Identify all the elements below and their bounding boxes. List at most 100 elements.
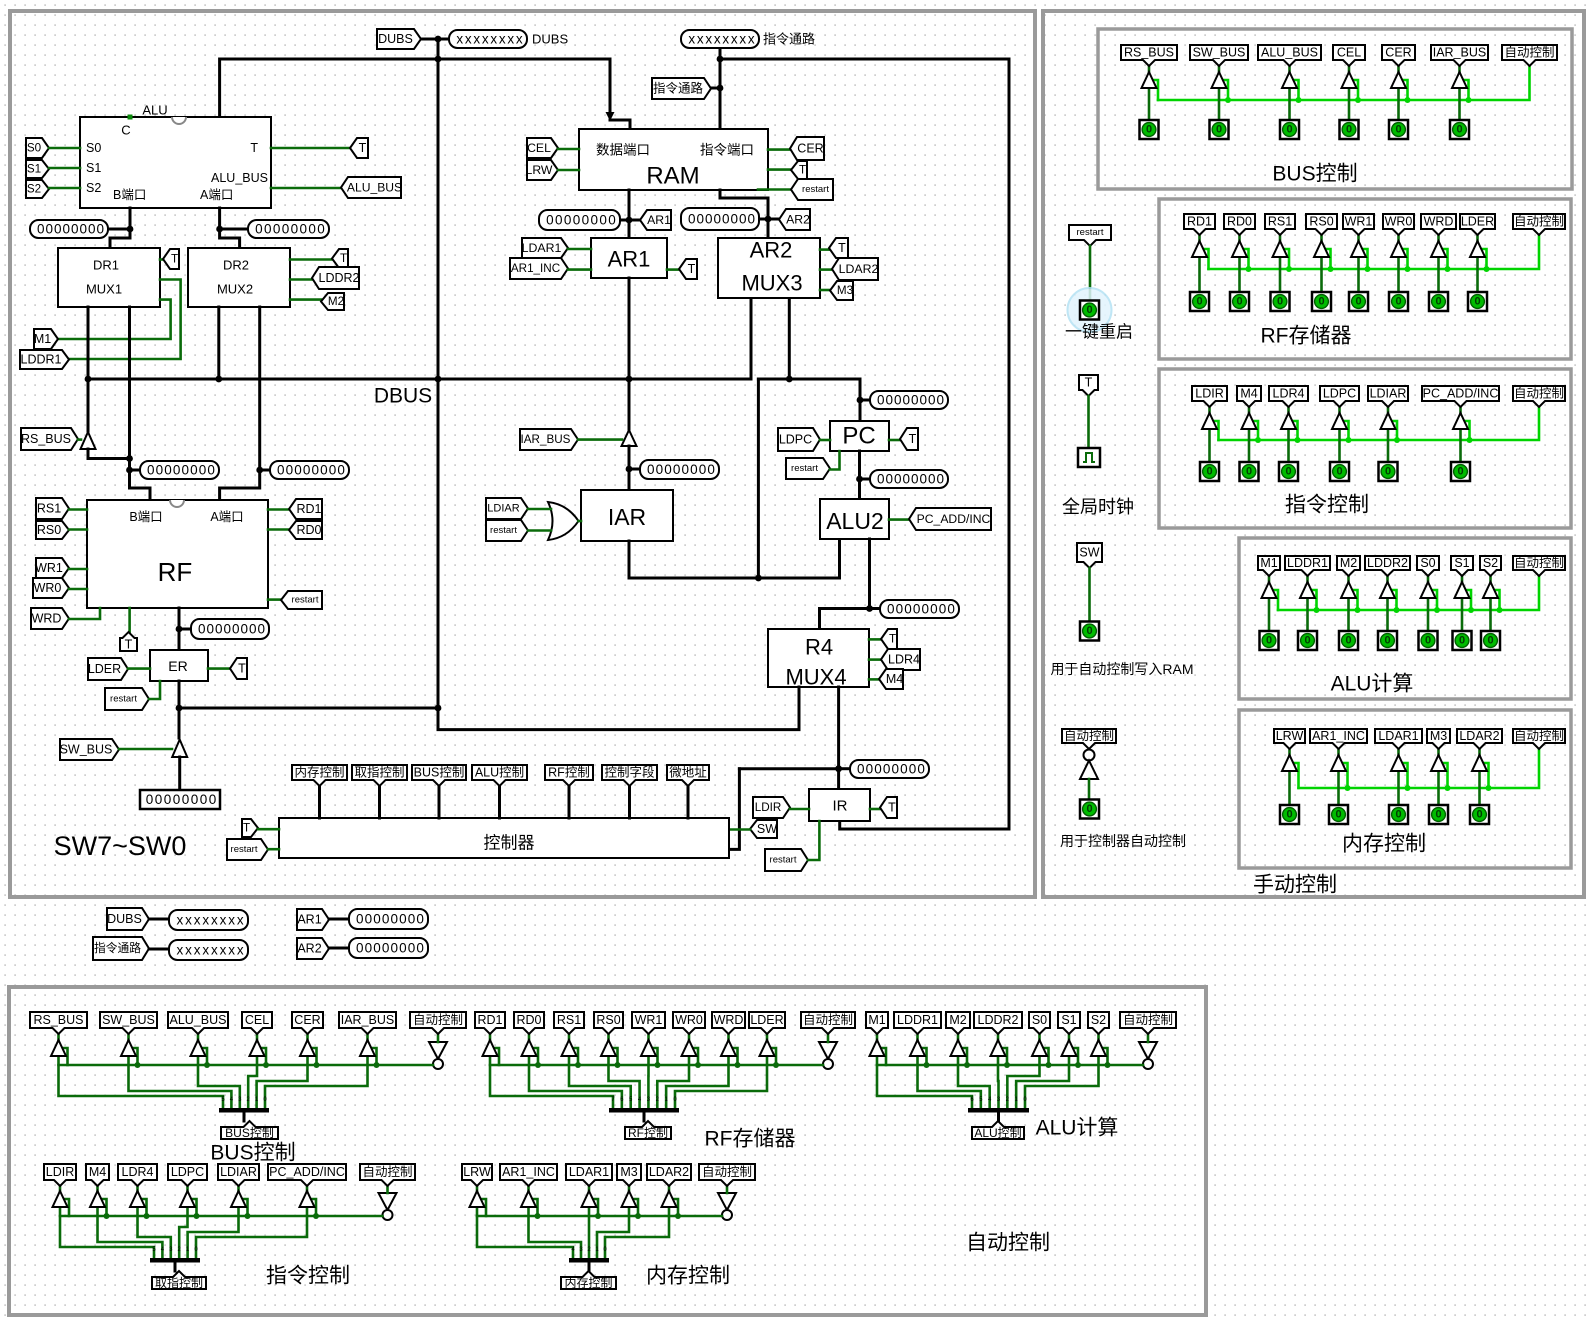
svg-text:0: 0 (928, 393, 936, 408)
svg-text:T: T (359, 141, 367, 155)
svg-text:S1: S1 (1061, 1013, 1076, 1027)
svg-text:0: 0 (713, 212, 721, 227)
svg-text:M2: M2 (328, 295, 344, 308)
svg-text:自动控制: 自动控制 (413, 1013, 463, 1027)
svg-text:0: 0 (928, 472, 936, 487)
svg-text:0: 0 (656, 462, 664, 477)
svg-text:4: 4 (230, 1097, 234, 1103)
svg-text:4: 4 (571, 1247, 575, 1253)
svg-text:0: 0 (303, 463, 311, 478)
svg-text:0: 0 (1395, 296, 1401, 308)
svg-text:0: 0 (257, 622, 265, 637)
svg-text:4: 4 (161, 1247, 165, 1253)
svg-text:0: 0 (391, 912, 399, 927)
svg-text:WRD: WRD (1424, 215, 1454, 229)
svg-text:LDR4: LDR4 (1273, 387, 1305, 401)
svg-text:IR: IR (833, 798, 848, 815)
svg-text:BUS控制: BUS控制 (414, 766, 465, 780)
svg-text:restart: restart (770, 855, 797, 866)
svg-text:x: x (185, 913, 192, 928)
svg-text:x: x (473, 32, 480, 47)
svg-text:WR1: WR1 (35, 561, 63, 575)
svg-text:0: 0 (894, 472, 902, 487)
svg-text:自动控制: 自动控制 (1123, 1013, 1173, 1027)
svg-text:RS_BUS: RS_BUS (1124, 46, 1174, 60)
svg-text:MUX3: MUX3 (741, 271, 802, 296)
svg-text:0: 0 (191, 792, 199, 807)
svg-text:x: x (194, 913, 201, 928)
svg-text:指令通路: 指令通路 (653, 81, 704, 96)
svg-text:M3: M3 (620, 1165, 637, 1179)
svg-text:0: 0 (885, 472, 893, 487)
svg-text:SW: SW (757, 822, 777, 836)
svg-text:RD0: RD0 (296, 523, 321, 537)
svg-text:0: 0 (1459, 635, 1465, 647)
svg-text:0: 0 (199, 463, 207, 478)
svg-text:PC_ADD/INC: PC_ADD/INC (269, 1165, 345, 1179)
svg-text:指令控制: 指令控制 (1285, 494, 1369, 517)
svg-text:0: 0 (1196, 296, 1202, 308)
svg-text:0: 0 (273, 222, 281, 237)
svg-text:0: 0 (1456, 124, 1462, 136)
svg-text:restart: restart (1077, 227, 1104, 238)
svg-text:ALU计算: ALU计算 (1036, 1117, 1119, 1140)
svg-text:0: 0 (190, 463, 198, 478)
svg-text:0: 0 (365, 912, 373, 927)
svg-text:DR2: DR2 (223, 258, 249, 273)
svg-text:IAR_BUS: IAR_BUS (341, 1013, 395, 1027)
svg-text:RS1: RS1 (37, 502, 61, 516)
svg-text:0: 0 (919, 393, 927, 408)
svg-text:自动控制: 自动控制 (1504, 46, 1554, 60)
svg-text:ALU_BUS: ALU_BUS (211, 171, 268, 185)
svg-text:WR0: WR0 (675, 1013, 703, 1027)
svg-text:自动控制: 自动控制 (1514, 556, 1564, 570)
svg-text:0: 0 (182, 463, 190, 478)
svg-text:LDPC: LDPC (779, 433, 812, 447)
svg-text:0: 0 (1457, 466, 1463, 478)
svg-text:0: 0 (1086, 304, 1092, 316)
svg-text:RD1: RD1 (296, 502, 321, 516)
svg-text:RF存储器: RF存储器 (705, 1128, 796, 1151)
svg-text:LRW: LRW (463, 1165, 491, 1179)
svg-text:3: 3 (579, 1247, 583, 1253)
svg-text:0: 0 (690, 462, 698, 477)
svg-text:RF控制: RF控制 (548, 766, 590, 780)
svg-text:LDIR: LDIR (46, 1165, 74, 1179)
svg-text:0: 0 (896, 602, 904, 617)
svg-text:RS0: RS0 (596, 1013, 620, 1027)
svg-text:0: 0 (198, 622, 206, 637)
svg-text:一键重启: 一键重启 (1065, 323, 1133, 342)
svg-text:3: 3 (647, 1097, 651, 1103)
svg-text:x: x (228, 913, 235, 928)
svg-text:0: 0 (892, 762, 900, 777)
svg-text:0: 0 (673, 462, 681, 477)
svg-text:0: 0 (1476, 809, 1482, 821)
svg-text:CEL: CEL (527, 141, 551, 155)
svg-text:0: 0 (312, 463, 320, 478)
svg-text:0: 0 (930, 602, 938, 617)
svg-text:1: 1 (595, 1247, 599, 1253)
svg-text:M4: M4 (886, 672, 903, 686)
svg-text:LDIR: LDIR (755, 801, 782, 814)
svg-text:ALU_BUS: ALU_BUS (170, 1013, 227, 1027)
svg-text:2: 2 (1006, 1097, 1010, 1103)
svg-text:MUX1: MUX1 (86, 282, 122, 297)
svg-text:x: x (176, 943, 183, 958)
svg-text:AR1: AR1 (297, 913, 321, 927)
svg-text:LDDR1: LDDR1 (21, 353, 62, 367)
svg-text:x: x (237, 913, 244, 928)
svg-text:LDAR2: LDAR2 (839, 262, 879, 276)
svg-text:AR1_INC: AR1_INC (511, 262, 560, 275)
svg-text:ALU计算: ALU计算 (1331, 673, 1414, 696)
svg-text:0: 0 (164, 792, 172, 807)
svg-text:0: 0 (206, 622, 214, 637)
svg-text:0: 0 (909, 762, 917, 777)
svg-text:自动控制: 自动控制 (1514, 215, 1564, 229)
svg-text:LDIR: LDIR (1195, 387, 1223, 401)
svg-text:DR1: DR1 (93, 258, 119, 273)
svg-text:AR1_INC: AR1_INC (1312, 729, 1365, 743)
svg-text:x: x (490, 32, 497, 47)
svg-text:T: T (125, 638, 133, 652)
svg-text:0: 0 (1266, 635, 1272, 647)
svg-text:0: 0 (922, 602, 930, 617)
